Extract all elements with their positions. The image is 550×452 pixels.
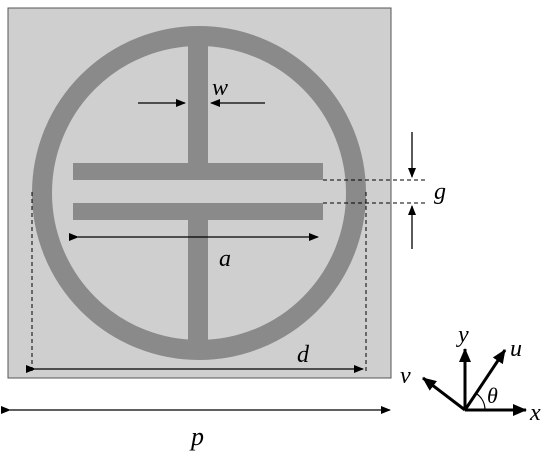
theta-arc	[476, 393, 486, 411]
lower-vertical-strip	[188, 216, 208, 344]
lower-horizontal-bar	[73, 203, 323, 220]
p-label: p	[189, 422, 204, 451]
v-axis-arrow	[422, 376, 466, 412]
axis-x-label: x	[529, 400, 541, 426]
upper-horizontal-bar	[73, 163, 323, 180]
upper-vertical-strip	[188, 36, 208, 164]
a-label: a	[219, 246, 231, 272]
axis-u-label: u	[510, 336, 522, 362]
w-label: w	[212, 75, 228, 101]
g-label: g	[434, 179, 446, 205]
theta-label: θ	[487, 383, 498, 408]
axis-v-label: v	[400, 363, 411, 389]
d-label: d	[297, 342, 310, 368]
u-axis-arrow	[463, 349, 507, 411]
axis-y-label: y	[456, 322, 469, 348]
